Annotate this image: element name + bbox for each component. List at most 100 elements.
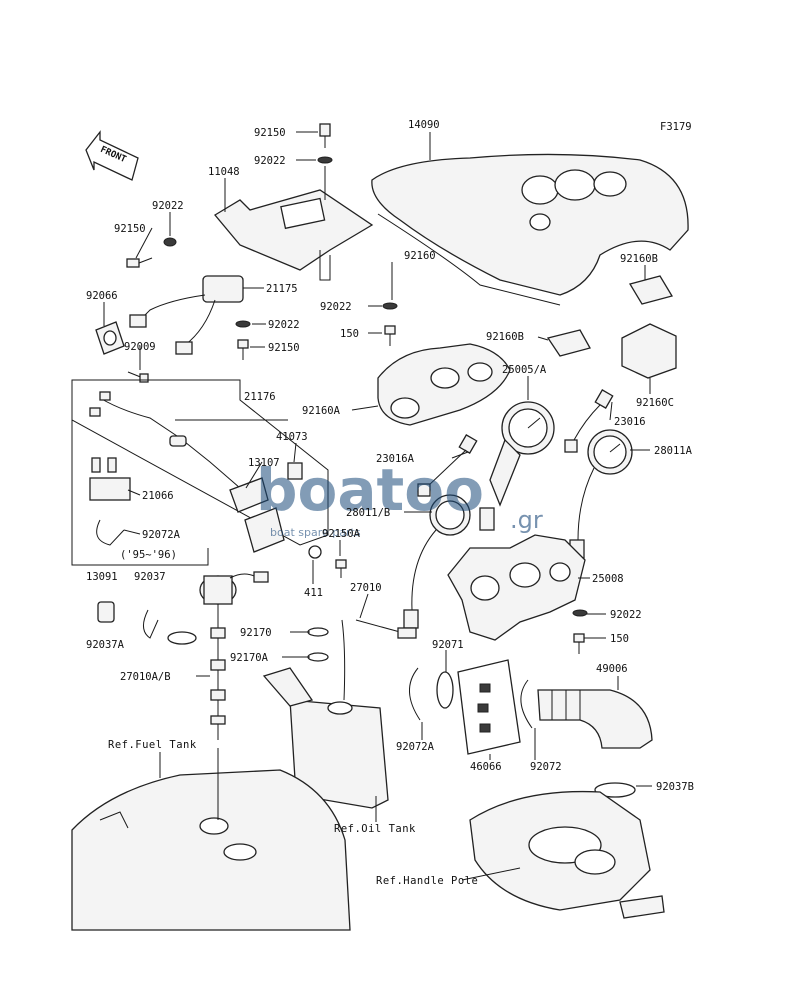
label-27010AB: 27010A/B: [120, 671, 171, 683]
clamp-92037A: [167, 631, 197, 645]
label-92072: 92072: [530, 761, 562, 773]
pad-92160B-b: [546, 329, 591, 357]
leader-lines: [103, 131, 652, 881]
label-92150-top: 92150: [254, 127, 286, 139]
label-92160B-b: 92160B: [486, 331, 524, 343]
label-92170: 92170: [240, 627, 272, 639]
label-21176: 21176: [244, 391, 276, 403]
label-92022-right: 92022: [320, 301, 352, 313]
grommet-92066: [95, 321, 125, 355]
label-28011B: 28011/B: [346, 507, 390, 519]
label-13091: 13091: [86, 571, 118, 583]
label-92022-gasket: 92022: [610, 609, 642, 621]
oil-hose-27010: [307, 619, 417, 701]
harness-box: [71, 379, 329, 546]
clip-92072A: [409, 667, 421, 721]
label-92072A-box: 92072A: [142, 529, 181, 541]
ring-92071: [436, 671, 454, 709]
part-41073-13107: [229, 462, 303, 553]
part-number-labels: 92150 92022 14090 11048 92022 92150 2117…: [86, 119, 694, 887]
washer-92022-right: [382, 302, 398, 310]
ref-fuel-tank: Ref.Fuel Tank: [108, 739, 197, 751]
pad-92160B-a: [628, 275, 674, 305]
label-23016: 23016: [614, 416, 646, 428]
label-92160B-a: 92160B: [620, 253, 658, 265]
label-92037: 92037: [134, 571, 166, 583]
bolt-92150-left: [126, 257, 153, 268]
clip-92072: [520, 679, 533, 729]
fuel-tank: [71, 769, 351, 931]
gauge-28011A: [569, 429, 633, 559]
label-92022-left: 92022: [152, 200, 184, 212]
coil-21066: [89, 457, 131, 501]
label-46066: 46066: [470, 761, 502, 773]
clamp-92037B: [594, 782, 636, 798]
sensor-23016A: [417, 434, 478, 497]
label-92071: 92071: [432, 639, 464, 651]
label-92037B: 92037B: [656, 781, 694, 793]
bolt-92150-mid: [237, 339, 249, 360]
clamp-92072A-box: [96, 519, 125, 546]
front-arrow-icon: FRONT: [85, 130, 139, 181]
label-92037A: 92037A: [86, 639, 125, 651]
figure-code: F3179: [660, 121, 692, 133]
label-92009: 92009: [124, 341, 156, 353]
label-92150-left: 92150: [114, 223, 146, 235]
hose-set-46066: [457, 659, 521, 755]
gauge-25005: [479, 401, 555, 531]
label-92160: 92160: [404, 250, 436, 262]
label-150-a: 150: [340, 328, 359, 340]
bolt-150-b: [573, 633, 585, 654]
ref-oil-tank: Ref.Oil Tank: [334, 823, 416, 835]
watermark-sub: boat spare parts: [270, 526, 361, 539]
label-13107: 13107: [248, 457, 280, 469]
gasket-25008: [447, 534, 586, 641]
washer-92022-mid: [235, 320, 251, 328]
clamp-92037: [143, 609, 159, 639]
watermark-main: boatoo: [256, 456, 484, 524]
meter-panel-92160A: [377, 343, 511, 426]
label-92150-mid: 92150: [268, 342, 300, 354]
label-92072A: 92072A: [396, 741, 435, 753]
washer-411-bolt-92150A: [308, 545, 347, 578]
oil-tank: [262, 667, 389, 809]
label-27010: 27010: [350, 582, 382, 594]
label-92022-top: 92022: [254, 155, 286, 167]
boot-49006: [537, 689, 653, 749]
label-92066: 92066: [86, 290, 118, 302]
gauge-28011B: [403, 494, 471, 629]
washer-92022-left: [163, 237, 177, 247]
label-92022-mid: 92022: [268, 319, 300, 331]
label-92150A: 92150A: [322, 528, 361, 540]
label-25008: 25008: [592, 573, 624, 585]
label-11048: 11048: [208, 166, 240, 178]
bracket-part: [214, 189, 374, 281]
label-92170A: 92170A: [230, 652, 269, 664]
label-21175: 21175: [266, 283, 298, 295]
label-14090: 14090: [408, 119, 440, 131]
label-95-96: ('95~'96): [120, 549, 177, 561]
relay-part-21175: [129, 275, 244, 355]
bolt-150-a: [384, 325, 396, 346]
instrument-cover-part: [371, 153, 689, 306]
label-25005: 25005/A: [502, 364, 547, 376]
ref-handle-pole: Ref.Handle Pole: [376, 875, 478, 887]
label-49006: 49006: [596, 663, 628, 675]
sensor-23016: [564, 389, 614, 453]
label-28011A: 28011A: [654, 445, 693, 457]
handle-pole-plate: [469, 790, 665, 919]
label-23016A: 23016A: [376, 453, 415, 465]
label-150-b: 150: [610, 633, 629, 645]
washer-92022-gasket: [572, 609, 588, 617]
bolt-92150-top: [319, 123, 331, 148]
cap-13091: [97, 601, 115, 623]
pad-92160C: [621, 323, 677, 379]
label-41073: 41073: [276, 431, 308, 443]
label-21066: 21066: [142, 490, 174, 502]
washer-92022-top: [317, 156, 333, 164]
label-92160A: 92160A: [302, 405, 341, 417]
watermark-gr: .gr: [510, 506, 543, 534]
screw-92009: [127, 371, 149, 383]
